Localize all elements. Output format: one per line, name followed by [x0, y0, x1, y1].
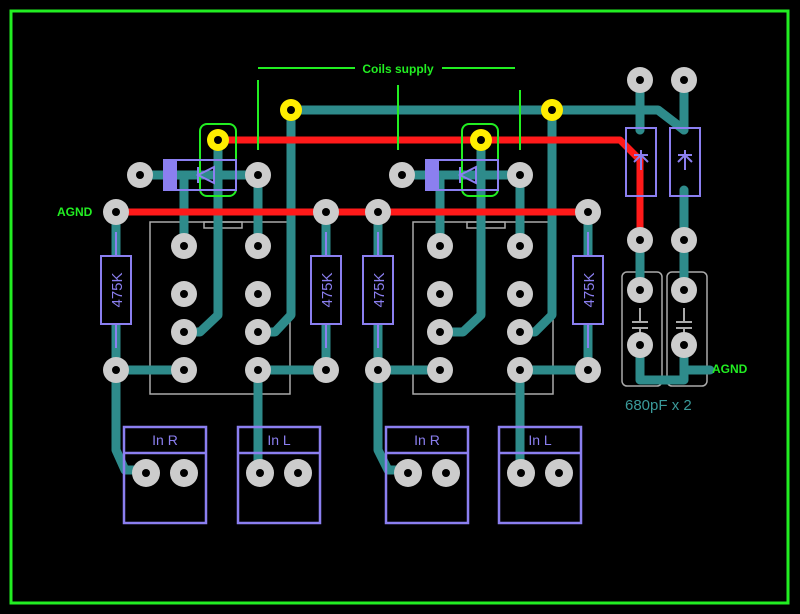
input-label-3: In R [414, 432, 440, 448]
input-label-1: In R [152, 432, 178, 448]
input-label-4: In L [528, 432, 552, 448]
resistor-4-value: 475K [581, 272, 598, 307]
resistor-1 [100, 255, 132, 325]
resistor-3 [362, 255, 394, 325]
board-outline [9, 9, 790, 605]
resistor-1-value: 475K [109, 272, 126, 307]
resistor-3-value: 475K [371, 272, 388, 307]
pad-holes [112, 76, 688, 477]
agnd-label-left: AGND [57, 205, 93, 219]
trace-coil-red [214, 136, 644, 244]
diode-right-band [425, 159, 439, 191]
relay-notch-right [466, 221, 506, 229]
input-connector-3 [384, 425, 470, 525]
input-connector-4 [497, 425, 583, 525]
resistor-2-value: 475K [319, 272, 336, 307]
input-connector-1 [122, 425, 208, 525]
diodes [163, 127, 701, 197]
trace-inr2 [373, 365, 413, 475]
relay-notch-left [203, 221, 243, 229]
diode-left-symbol [195, 165, 215, 185]
pads [103, 67, 697, 487]
diode-v2-symbol [677, 150, 693, 170]
coils-supply-label: Coils supply [362, 62, 434, 76]
diode-v2 [669, 127, 701, 197]
supply-pads [207, 99, 563, 151]
diode-v1 [625, 127, 657, 197]
resistor-4 [572, 255, 604, 325]
diode-v1-symbol [633, 150, 649, 170]
resistor-bodies [100, 232, 604, 348]
trace-inr1 [111, 365, 151, 475]
diode-left-band [163, 159, 177, 191]
capacitor-symbols [632, 308, 692, 340]
input-connectors [122, 425, 583, 525]
trace-supply-right [547, 105, 689, 135]
input-label-2: In L [267, 432, 291, 448]
cap-value-label: 680pF x 2 [625, 397, 692, 414]
trace-cap-bottom [635, 340, 689, 385]
diode-right-symbol [457, 165, 477, 185]
agnd-label-right: AGND [712, 362, 748, 376]
power-traces [112, 136, 644, 244]
resistor-2 [310, 255, 342, 325]
input-connector-2 [236, 425, 322, 525]
